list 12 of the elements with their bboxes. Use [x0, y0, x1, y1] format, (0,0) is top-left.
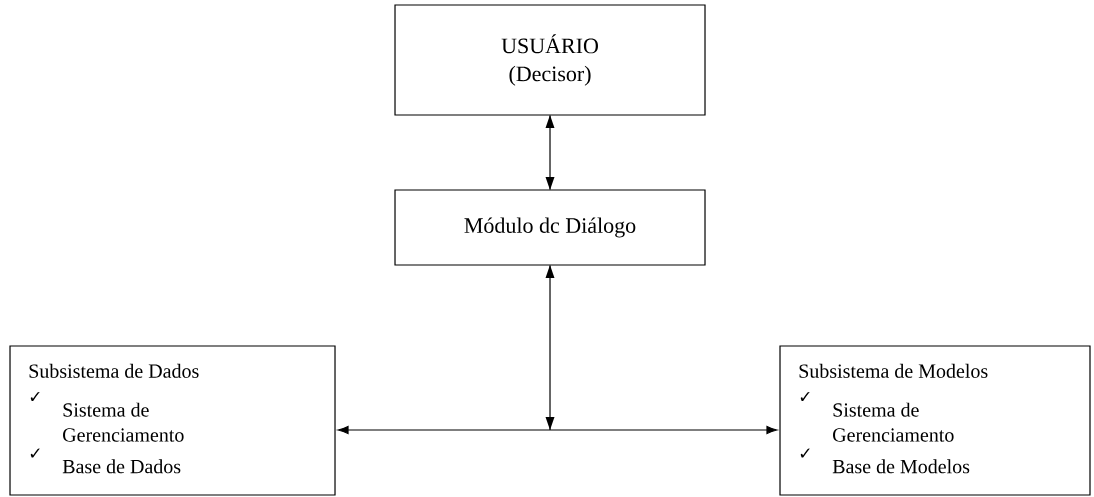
check-mark: ✓	[30, 391, 40, 402]
arrow	[545, 115, 555, 190]
check-mark: ✓	[30, 448, 40, 458]
check-mark: ✓	[800, 448, 810, 458]
check-mark: ✓	[800, 391, 810, 402]
process-box: Subsistema de Dados ✓ Sistema de Gerenciamento ✓ Base de Dados	[9, 345, 336, 496]
process-box: Módulo dc Diálogo	[394, 189, 706, 266]
process-box: USUÁRIO (Decisor)	[394, 4, 706, 116]
arrow	[549, 425, 778, 435]
process-box: Subsistema de Modelos ✓ Sistema de Gerenciamento ✓ Base de Modelos	[779, 345, 1091, 496]
arrow	[337, 425, 551, 435]
arrow	[545, 265, 555, 431]
